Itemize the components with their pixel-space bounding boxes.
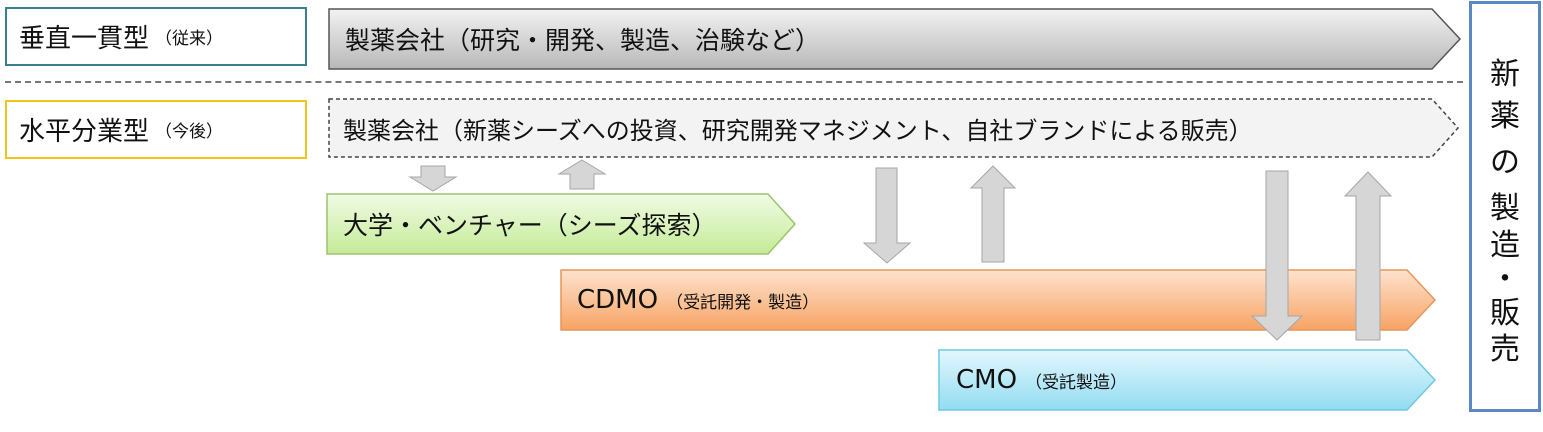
panel-char: ・ [1490,262,1520,297]
vertical-integration-label: 垂直一貫型 （従来） [5,7,307,66]
down-arrow-cdmo [862,167,912,264]
horizontal-label-sub: （今後） [155,122,224,142]
cdmo-text: CDMO （受託開発・製造） [577,270,819,330]
panel-char: 造 [1490,228,1520,263]
horizontal-division-label: 水平分業型 （今後） [5,100,307,159]
down-arrow-cmo [1250,170,1304,341]
panel-char: の [1490,145,1520,180]
panel-char: 販 [1490,296,1520,331]
cmo-arrow [938,349,1437,411]
panel-char: 売 [1490,332,1520,367]
vertical-label-text: 垂直一貫型 [19,24,150,54]
university-text: 大学・ベンチャー（シーズ探索） [343,211,717,240]
panel-char: 薬 [1490,99,1520,134]
pharma-conventional-text: 製薬会社（研究・開発、製造、治験など） [345,26,821,55]
horizontal-label-text: 水平分業型 [19,117,150,147]
cdmo-label: CDMO [577,285,659,315]
up-arrow-cmo [1343,171,1393,341]
dashed-divider [5,81,1463,83]
university-arrow [326,193,797,255]
cmo-label: CMO [956,365,1018,395]
vertical-label-sub: （従来） [155,29,224,49]
new-drug-manufacturing-sales-panel: 新 薬 の 製 造 ・ 販 売 [1469,1,1541,412]
down-arrow-small [408,165,458,192]
cmo-text: CMO （受託製造） [956,350,1127,410]
pharma-conventional-arrow [328,8,1462,70]
pharma-future-text: 製薬会社（新薬シーズへの投資、研究開発マネジメント、自社ブランドによる販売） [343,116,1253,145]
cdmo-sub: （受託開発・製造） [666,292,820,313]
panel-char: 新 [1490,57,1520,92]
up-arrow-small [557,159,607,190]
cmo-sub: （受託製造） [1025,372,1128,393]
pharma-future-arrow [328,98,1460,158]
up-arrow-cdmo [969,165,1017,263]
panel-char: 製 [1490,191,1520,226]
